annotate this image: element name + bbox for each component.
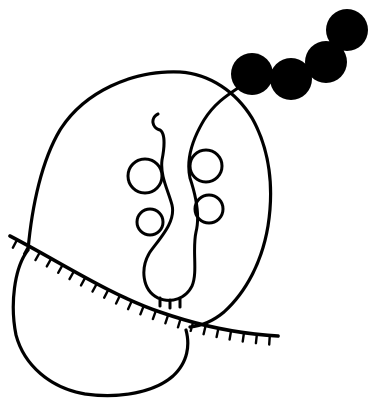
trna-cloverleaf (128, 88, 238, 308)
mrna-strand (10, 236, 278, 336)
codon-tick (140, 306, 143, 314)
codon-tick (153, 311, 156, 319)
amino-acid-bead (326, 9, 368, 51)
codon-tick (47, 259, 51, 267)
amino-acid-bead (231, 53, 273, 95)
trna-acceptor-stem (144, 88, 238, 300)
codon-tick (165, 315, 168, 324)
codon-tick (13, 240, 17, 248)
codon-tick (230, 331, 232, 340)
codon-tick (58, 265, 62, 273)
small-subunit-outline (13, 250, 187, 396)
trna-t-loop-upper (190, 150, 222, 182)
trna-d-loop-upper (128, 159, 162, 193)
codon-tick (243, 333, 244, 342)
codon-tick (256, 334, 257, 343)
codon-tick (128, 301, 132, 309)
trna-t-loop-lower (195, 195, 223, 223)
codon-tick (36, 252, 40, 260)
codon-tick (70, 271, 74, 279)
codon-tick (178, 319, 181, 328)
codon-tick (269, 336, 270, 345)
polypeptide-chain (231, 9, 368, 100)
mrna-codon-ticks (13, 240, 270, 345)
codon-tick (93, 284, 97, 292)
codon-tick (104, 290, 108, 298)
codon-tick (81, 278, 85, 286)
codon-tick (116, 295, 120, 303)
trna-d-loop-lower (137, 209, 163, 235)
